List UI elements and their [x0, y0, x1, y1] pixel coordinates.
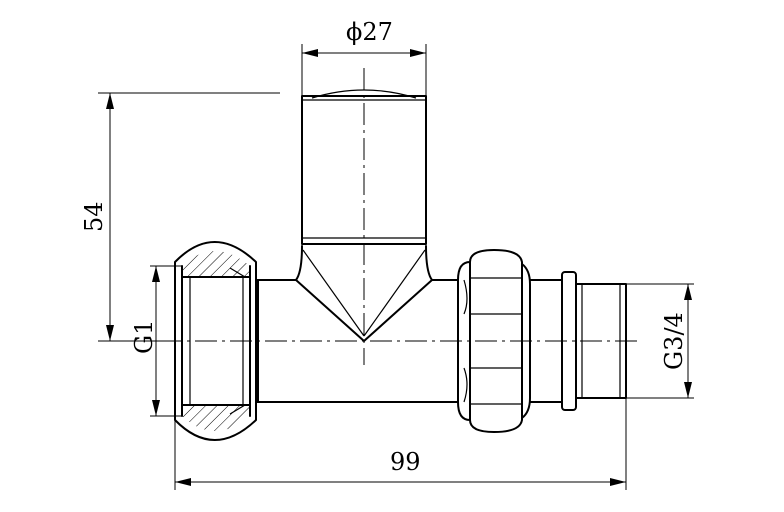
valve-body	[255, 245, 459, 403]
right-thread-label: G3/4	[660, 312, 688, 370]
dimension-diameter: ϕ27	[301, 18, 427, 96]
diameter-label: ϕ27	[346, 18, 393, 46]
valve-cap	[301, 89, 427, 245]
dimension-left-thread: G1	[130, 265, 182, 417]
right-tailpiece	[529, 271, 627, 411]
dimension-right-thread: G3/4	[626, 283, 694, 399]
length-label: 99	[390, 448, 421, 476]
right-hex-nut	[457, 249, 531, 433]
dimension-height: 54	[80, 92, 280, 342]
left-union-nut	[174, 241, 257, 441]
height-label: 54	[80, 201, 108, 232]
dimension-overall-length: 99	[174, 398, 627, 490]
left-thread-label: G1	[130, 320, 158, 354]
